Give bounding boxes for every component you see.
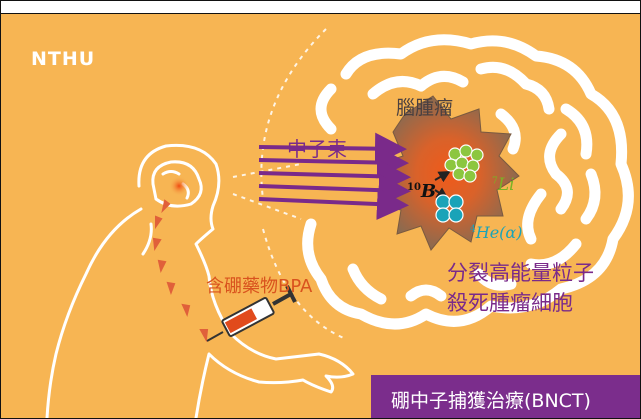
lithium-symbol: Li [497, 175, 515, 195]
helium-4-label: 4He(α) [470, 223, 522, 242]
bnct-diagram-panel: NTHU 腦腫瘤 中子束 10B 7Li 4He(α) 分裂高能量粒子 殺死腫瘤… [1, 14, 640, 418]
fission-line-2: 殺死腫瘤細胞 [447, 291, 573, 315]
fission-line-1: 分裂高能量粒子 [447, 261, 594, 285]
lithium-7-label: 7Li [492, 175, 514, 195]
human-silhouette-icon [45, 143, 355, 418]
head-tumor-glow [169, 176, 189, 196]
neutron-beam-label: 中子束 [287, 137, 347, 161]
lithium-mass-number: 7 [492, 176, 498, 187]
drug-path-arrows [152, 199, 209, 343]
neutron-beam-arrows-icon [258, 132, 411, 220]
nthu-logo: NTHU [31, 48, 96, 70]
diagram-graphics [45, 28, 634, 418]
boron-drug-label: 含硼藥物BPA [206, 276, 313, 297]
lithium-nucleus-icon [444, 144, 484, 183]
brain-icon [302, 34, 634, 330]
helium-symbol: He(α) [475, 223, 523, 242]
dashed-connectors [232, 28, 347, 340]
fission-description: 分裂高能量粒子 殺死腫瘤細胞 [447, 258, 594, 318]
title-banner [371, 375, 640, 418]
boron-symbol: B [420, 181, 437, 202]
top-bar [1, 1, 640, 14]
boron-10-label: 10B [407, 181, 436, 202]
syringe-icon [206, 285, 297, 342]
helium-nucleus-icon [435, 194, 464, 223]
helium-mass-number: 4 [470, 224, 476, 235]
brain-tumor-label: 腦腫瘤 [396, 97, 454, 119]
bnct-title: 硼中子捕獲治療(BNCT) [391, 390, 591, 412]
boron-mass-number: 10 [407, 182, 421, 193]
